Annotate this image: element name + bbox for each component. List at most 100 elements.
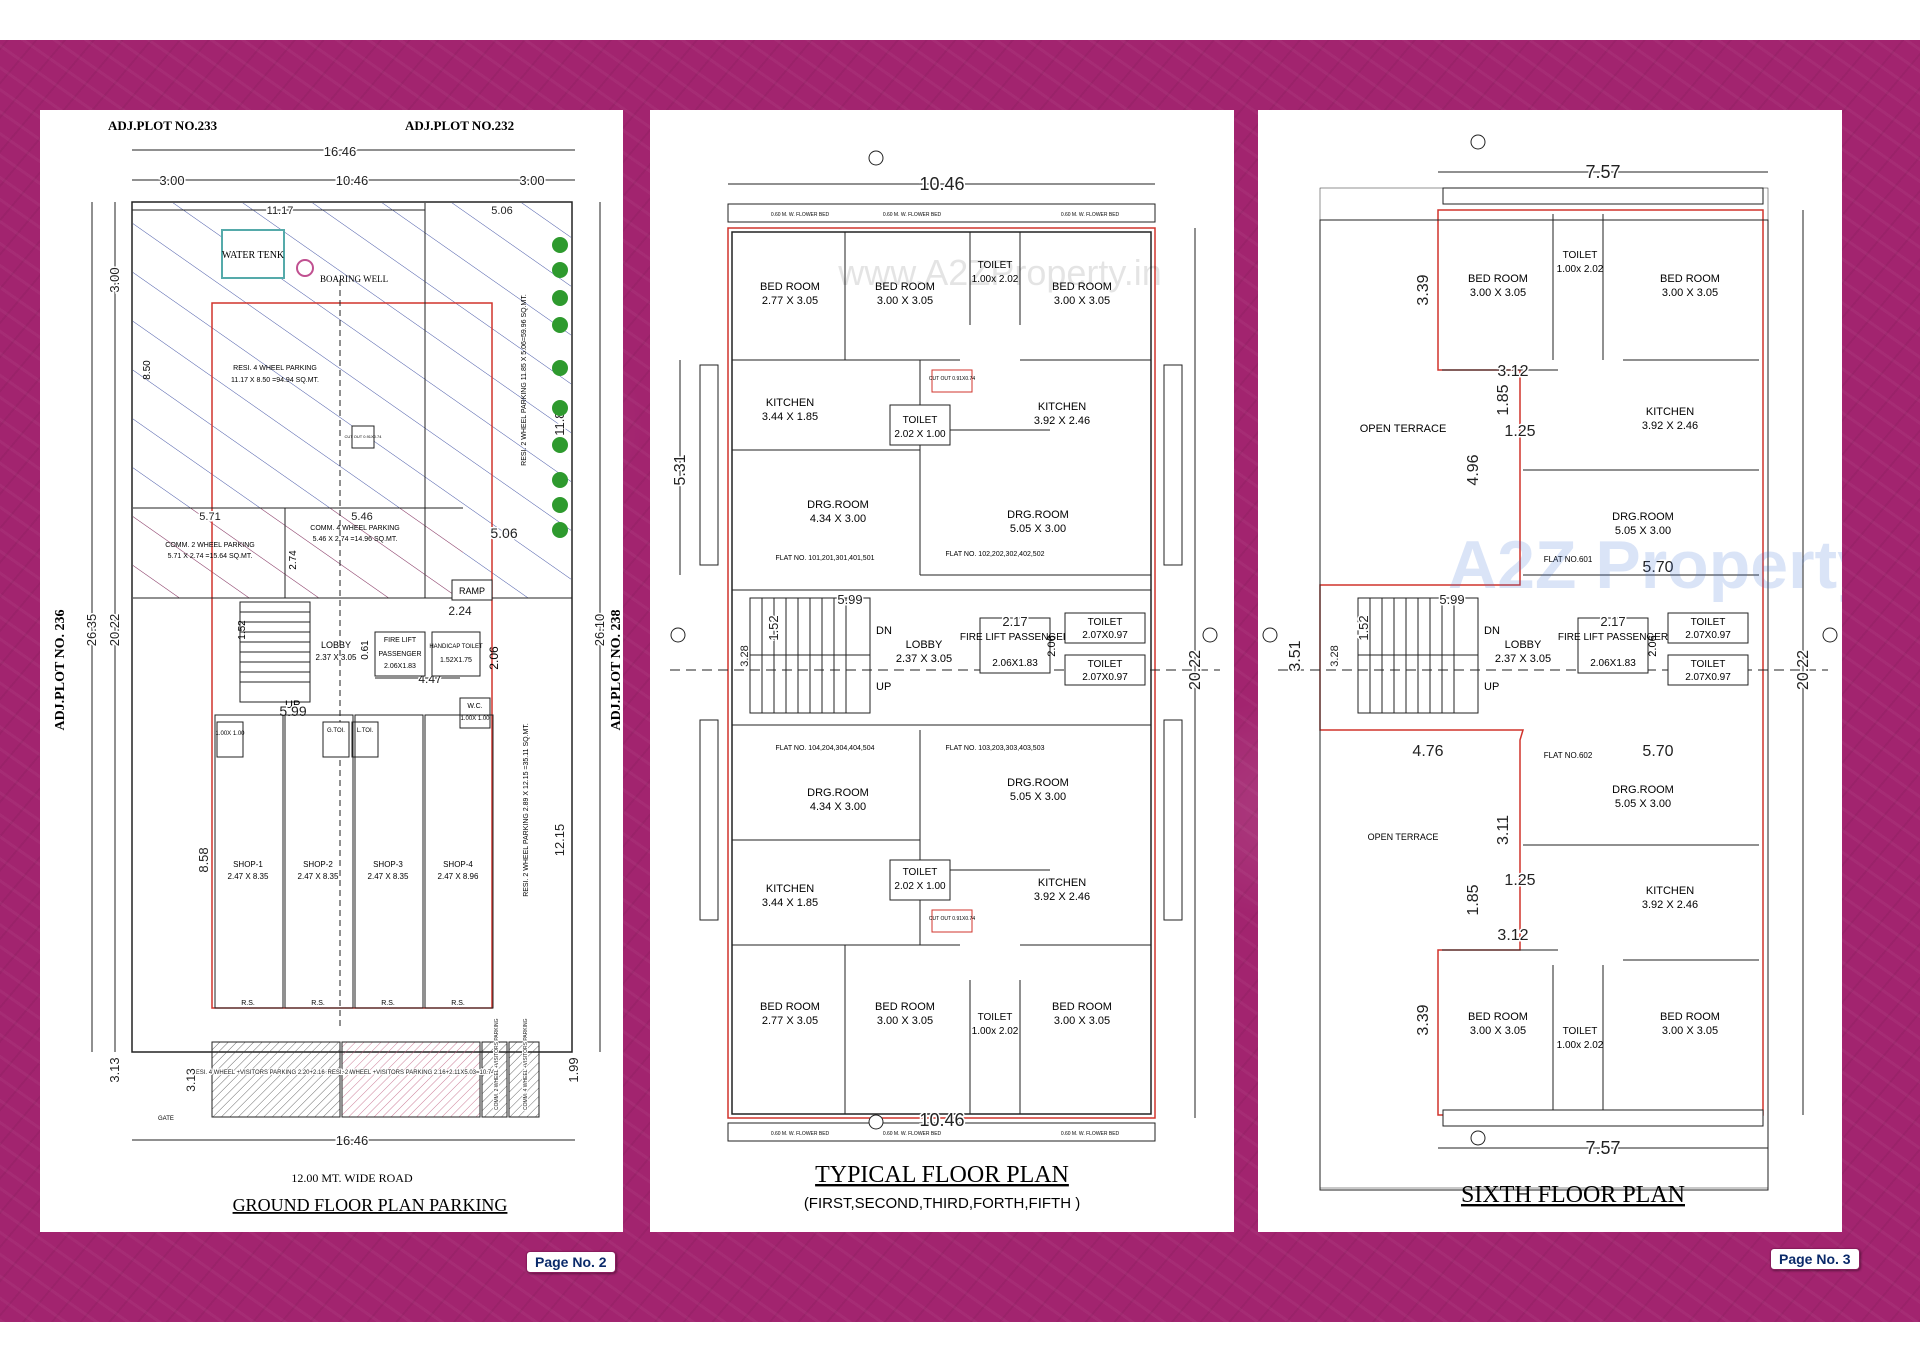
- dim-bottom-width: 16.46: [336, 1133, 369, 1148]
- room-toilet-4: TOILET: [978, 1012, 1013, 1023]
- ground-floor-sheet: ADJ.PLOT NO.233 ADJ.PLOT NO.232 16.46 3.…: [40, 110, 624, 1232]
- cut-out-2-label: CUT OUT 0.91X0.74: [929, 916, 975, 922]
- dim-side-right: 3.00: [519, 173, 544, 188]
- comm-2w-parking-label: COMM. 2 WHEEL PARKING: [165, 542, 254, 549]
- dim-312-a: 3.12: [1497, 363, 1528, 380]
- dim-top-parking-h: 8.50: [142, 360, 153, 380]
- dim-side-left: 3.00: [159, 173, 184, 188]
- dim-stair-w: 5.99: [837, 592, 862, 607]
- shop-4-name: SHOP-4: [443, 860, 473, 869]
- tree-row-icon: [552, 237, 568, 538]
- dim-vert-h: 2.74: [288, 550, 299, 570]
- lobby-label: LOBBY: [906, 639, 943, 651]
- front-parking-4-label: COMM. 4 WHEEL +VISITORS PARKING: [523, 1018, 529, 1110]
- dim-328: 3.28: [1329, 645, 1341, 666]
- wc-size: 1.00X 1.00: [460, 716, 490, 722]
- shop-3-size: 2.47 X 8.35: [368, 872, 409, 881]
- dim-front: 3.13: [184, 1068, 198, 1092]
- drg-b: DRG.ROOM: [1612, 784, 1674, 796]
- dim-339-a: 3.39: [1415, 274, 1432, 305]
- rs-label-2: R.S.: [311, 1000, 325, 1007]
- toilet-b-size: 1.00x 2.02: [1557, 1040, 1604, 1051]
- flat-602: FLAT NO.602: [1544, 751, 1593, 760]
- resi-2w-bottom-label: RESI. 2 WHEEL PARKING 2.89 X 12.15 =35.1…: [523, 723, 530, 897]
- toilet-a-size: 1.00x 2.02: [1557, 264, 1604, 275]
- dim-351: 3.51: [1287, 640, 1304, 671]
- bed-d: BED ROOM: [1660, 1011, 1720, 1023]
- drg-a-size: 5.05 X 3.00: [1615, 525, 1671, 537]
- toilet-small-2: [1667, 654, 1749, 686]
- section-marker-top: [868, 150, 884, 166]
- g-toilet-label: G.TOI.: [327, 728, 345, 734]
- section-marker-bottom: [868, 1114, 884, 1130]
- dim-311: 3.11: [1495, 815, 1512, 845]
- room-kitchen-2: KITCHEN: [1038, 401, 1086, 413]
- dim-lobby-h: 1.52: [237, 620, 248, 640]
- bed-a: BED ROOM: [1468, 273, 1528, 285]
- water-tank-label: WATER TENK: [222, 250, 285, 261]
- section-marker-top: [1470, 134, 1486, 150]
- flower-bed-top-3: 0.60 M. W. FLOWER BED: [1061, 212, 1120, 218]
- dn-label: DN: [1484, 625, 1500, 637]
- dim-top-right: 5.06: [491, 205, 512, 217]
- dim-lift-h: 0.61: [360, 640, 371, 660]
- gate-label: GATE: [158, 1116, 174, 1122]
- room-bed-3: BED ROOM: [1052, 281, 1112, 293]
- toilet-small-1-label: TOILET: [1691, 617, 1726, 628]
- shop-4-size: 2.47 X 8.96: [438, 872, 479, 881]
- bed-b-size: 3.00 X 3.05: [1662, 287, 1718, 299]
- dim-mid-side: 5.06: [490, 525, 517, 541]
- dim-312-b: 3.12: [1497, 927, 1528, 944]
- front-parking-2: [341, 1041, 481, 1118]
- toilet-box-2: [889, 859, 951, 901]
- dim-side-mid: 10.46: [336, 173, 369, 188]
- toilet-small-1: [1064, 612, 1146, 644]
- dim-top-width: 11.17: [267, 205, 294, 217]
- toilet-small-1-size: 2.07X0.97: [1082, 630, 1128, 641]
- bed-a-size: 3.00 X 3.05: [1470, 287, 1526, 299]
- ramp-label: RAMP: [459, 586, 485, 596]
- typical-floor-drawing: 10.46 0.60 M. W. FLOWER BED 0.60 M. W. F…: [670, 150, 1220, 1212]
- dim-mid-left: 5.71: [199, 511, 220, 523]
- kitchen-b-size: 3.92 X 2.46: [1642, 899, 1698, 911]
- front-parking-1: [211, 1041, 341, 1118]
- dim-bottom-right: 1.99: [566, 1057, 581, 1082]
- toilet-small-1-size: 1.00X 1.00: [215, 731, 245, 737]
- room-toilet-2: TOILET: [903, 415, 938, 426]
- dim-599: 5.99: [1439, 592, 1464, 607]
- dim-mid-right: 5.46: [351, 511, 372, 523]
- dim-185-a: 1.85: [1495, 384, 1512, 415]
- watermark-logo: A2Z Property: [1448, 527, 1842, 603]
- adj-plot-238: ADJ.PLOT NO. 238: [609, 609, 623, 730]
- room-toilet-3: TOILET: [903, 867, 938, 878]
- cut-out-label: CUT OUT 0.91X0.74: [345, 434, 383, 439]
- toilet-small-2: [1064, 654, 1146, 686]
- staircase: [749, 597, 871, 714]
- kitchen-a: KITCHEN: [1646, 406, 1694, 418]
- g-toilet: [322, 721, 350, 758]
- boaring-well-icon: [296, 259, 314, 277]
- flower-bed-left-top: [699, 364, 719, 566]
- staircase: [1357, 597, 1479, 714]
- rs-label-4: R.S.: [451, 1000, 465, 1007]
- room-kitchen-4-size: 3.92 X 2.46: [1034, 891, 1090, 903]
- adj-plot-232: ADJ.PLOT NO.232: [405, 118, 514, 133]
- flower-bed-top-2: 0.60 M. W. FLOWER BED: [883, 212, 942, 218]
- watermark-text: www.A2ZProperty.in: [837, 252, 1161, 293]
- room-bed-4-size: 2.77 X 3.05: [762, 1015, 818, 1027]
- mid-parking-hatch: [133, 508, 463, 598]
- flower-bed-right-top: [1163, 364, 1183, 566]
- room-drg-2-size: 5.05 X 3.00: [1010, 523, 1066, 535]
- dim-152: 1.52: [1356, 615, 1371, 640]
- water-tank: [221, 229, 285, 279]
- toilet-small-2-size: 2.07X0.97: [1082, 672, 1128, 683]
- sixth-floor-drawing: 7.57 BED ROOM 3.00 X 3.05 TOILET 1.00x 2…: [1262, 134, 1875, 1208]
- toilet-small-1-size: 2.07X0.97: [1685, 630, 1731, 641]
- dim-width-top: 7.57: [1585, 162, 1620, 182]
- dim-left: 5.31: [672, 454, 689, 485]
- handicap-toilet-label: HANDICAP TOILET: [429, 644, 483, 650]
- rs-label-3: R.S.: [381, 1000, 395, 1007]
- dn-label: DN: [876, 625, 892, 637]
- lift-label: FIRE LIFT PASSENGER: [960, 632, 1070, 643]
- up-label: UP: [285, 699, 300, 711]
